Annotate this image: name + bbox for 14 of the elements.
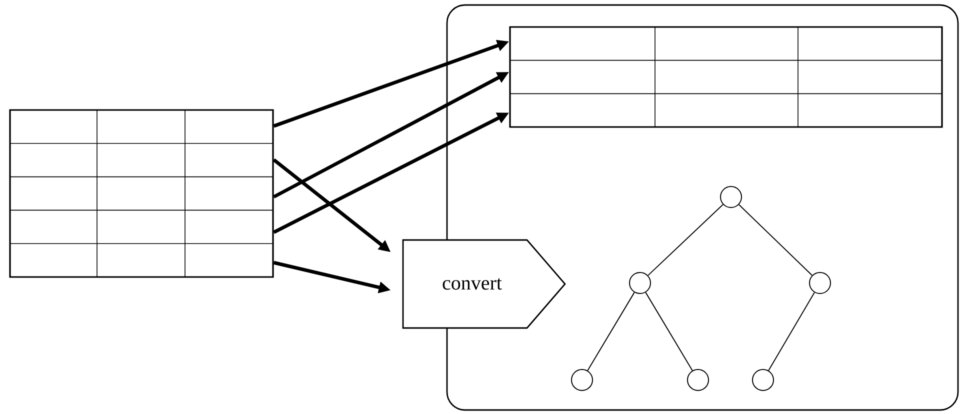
tree-line: [587, 292, 635, 372]
tree-node-circle: [720, 186, 742, 208]
tree-line: [645, 292, 693, 372]
process-pentagon: convert: [402, 239, 566, 329]
tree-node-circle: [752, 369, 774, 391]
tree-line: [768, 292, 815, 371]
tree-node-circle: [571, 369, 593, 391]
table: [9, 109, 274, 278]
tree-line: [648, 204, 724, 276]
tree-line: [738, 204, 813, 276]
tree-node-circle: [809, 272, 831, 294]
table: [509, 26, 943, 128]
tree-node-circle: [687, 369, 709, 391]
tree-node-circle: [629, 272, 651, 294]
